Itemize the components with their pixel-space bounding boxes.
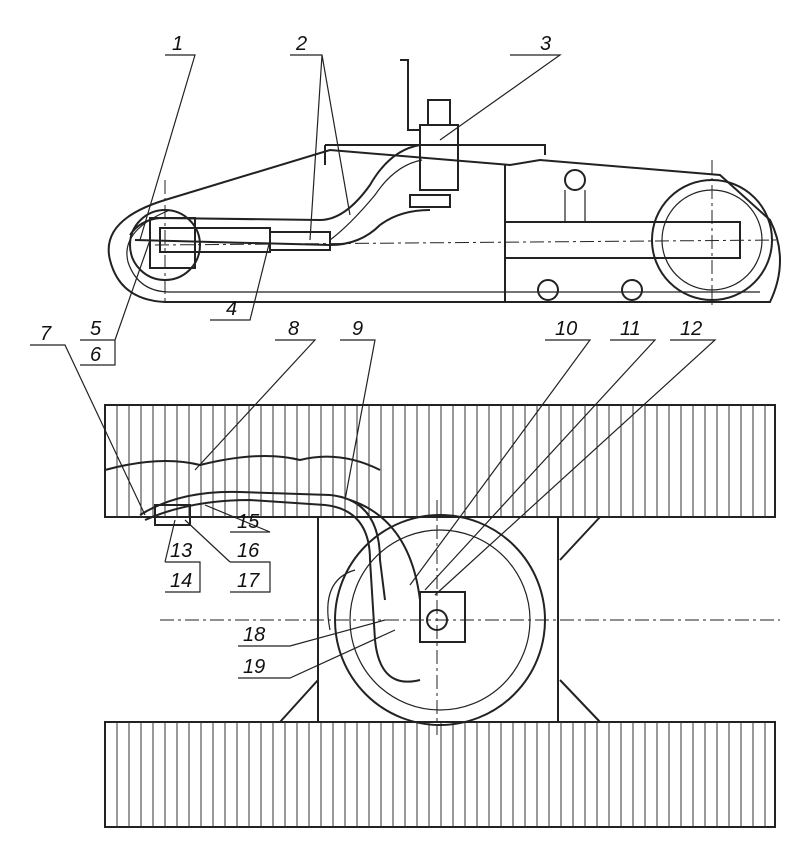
hose — [139, 490, 386, 601]
cutaway — [104, 455, 381, 471]
label-15: 15 — [237, 511, 260, 533]
hose — [144, 498, 421, 683]
center-line — [154, 239, 781, 246]
side-view — [107, 59, 781, 305]
platform — [324, 144, 546, 165]
label-6: 6 — [90, 344, 102, 366]
label-17: 17 — [237, 570, 260, 592]
label-12: 12 — [680, 318, 702, 340]
upper-track — [104, 404, 776, 518]
hose — [349, 499, 421, 601]
hub — [419, 591, 466, 643]
wheel-hub — [149, 217, 196, 269]
joint-base — [409, 194, 451, 208]
label-14: 14 — [170, 570, 192, 592]
curve — [327, 569, 356, 631]
cylinder-rod — [269, 231, 331, 251]
label-11: 11 — [620, 318, 641, 340]
lever — [400, 59, 420, 131]
label-7: 7 — [40, 323, 52, 345]
brace — [559, 679, 601, 723]
plan-view — [104, 404, 780, 828]
brace — [559, 516, 601, 561]
hydraulic-cylinder — [159, 227, 271, 253]
label-18: 18 — [243, 624, 265, 646]
label-8: 8 — [288, 318, 299, 340]
track-treads — [116, 405, 766, 827]
hose — [134, 209, 431, 247]
lower-track — [104, 721, 776, 828]
brace — [279, 679, 319, 723]
label-13: 13 — [170, 540, 192, 562]
joint-head — [427, 99, 451, 126]
label-10: 10 — [555, 318, 577, 340]
track-outline — [107, 148, 781, 303]
label-16: 16 — [237, 540, 260, 562]
bottom-roller — [537, 279, 559, 301]
label-3: 3 — [540, 33, 551, 55]
frame-beam — [504, 221, 741, 259]
label-19: 19 — [243, 656, 265, 678]
valve-block — [154, 504, 191, 526]
label-5: 5 — [90, 318, 102, 340]
label-1: 1 — [172, 33, 183, 55]
hose — [329, 159, 423, 241]
label-4: 4 — [226, 298, 237, 320]
label-2: 2 — [295, 33, 307, 55]
label-9: 9 — [352, 318, 363, 340]
leader-lines — [30, 54, 717, 679]
hose — [129, 144, 421, 236]
top-roller — [564, 169, 586, 191]
bottom-roller — [621, 279, 643, 301]
callout-labels: 1 2 3 4 5 6 7 8 9 10 11 12 13 14 15 16 1… — [40, 33, 702, 678]
